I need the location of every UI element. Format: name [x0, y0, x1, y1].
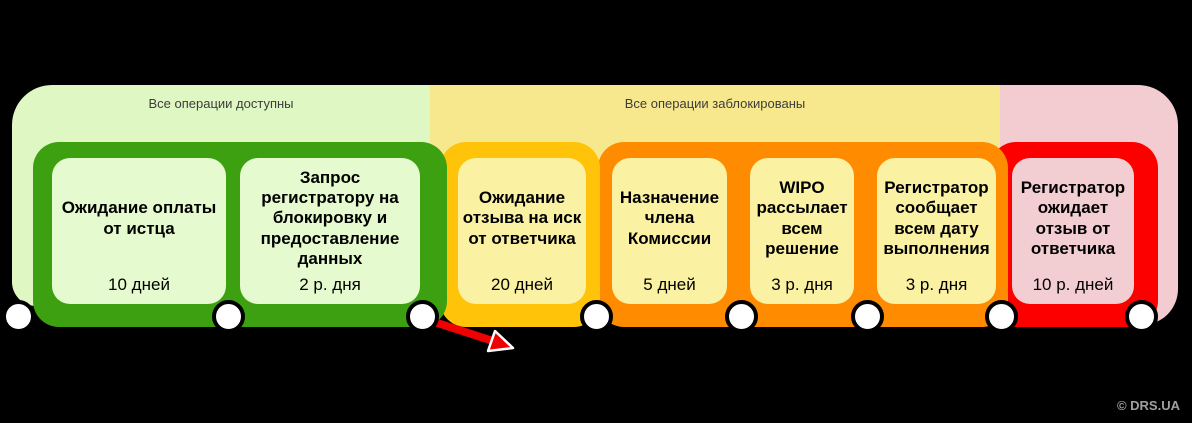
stage-box-3: Ожидание отзыва на иск от ответчика 20 д…	[458, 158, 586, 304]
stage-box-6: Регистратор сообщает всем дату выполнени…	[877, 158, 996, 304]
timeline-marker	[851, 300, 884, 333]
stage-title: Регистратор ожидает отзыв от ответчика	[1020, 177, 1126, 258]
stage-duration: 10 р. дней	[1032, 275, 1114, 294]
stage-duration: 20 дней	[491, 275, 553, 294]
stage-title: Ожидание оплаты от истца	[61, 198, 217, 238]
timeline-marker	[2, 300, 35, 333]
timeline-marker	[985, 300, 1018, 333]
stage-box-5: WIPO рассылает всем решение 3 р. дня	[750, 158, 854, 304]
stage-duration: 5 дней	[643, 275, 696, 294]
timeline-marker	[406, 300, 439, 333]
stage-box-7: Регистратор ожидает отзыв от ответчика 1…	[1012, 158, 1134, 304]
stage-title: Запрос регистратору на блокировку и пред…	[260, 167, 400, 269]
timeline-marker	[725, 300, 758, 333]
stage-title: Назначение члена Комиссии	[619, 187, 720, 248]
timeline-marker	[1125, 300, 1158, 333]
zone-label-blocked: Все операции заблокированы	[624, 96, 806, 111]
stage-title: WIPO рассылает всем решение	[756, 177, 848, 258]
copyright-label: © DRS.UA	[1116, 398, 1180, 413]
stage-title: Ожидание отзыва на иск от ответчика	[462, 187, 582, 248]
stage-duration: 3 р. дня	[771, 275, 833, 294]
timeline-marker	[580, 300, 613, 333]
stage-duration: 3 р. дня	[905, 275, 968, 294]
stage-duration: 2 р. дня	[299, 275, 361, 294]
zone-label-available: Все операции доступны	[148, 96, 294, 111]
timeline-marker	[212, 300, 245, 333]
stage-title: Регистратор сообщает всем дату выполнени…	[883, 177, 990, 258]
stage-box-2: Запрос регистратору на блокировку и пред…	[240, 158, 420, 304]
stage-box-4: Назначение члена Комиссии 5 дней	[612, 158, 727, 304]
stage-box-1: Ожидание оплаты от истца 10 дней	[52, 158, 226, 304]
stage-duration: 10 дней	[108, 275, 170, 294]
